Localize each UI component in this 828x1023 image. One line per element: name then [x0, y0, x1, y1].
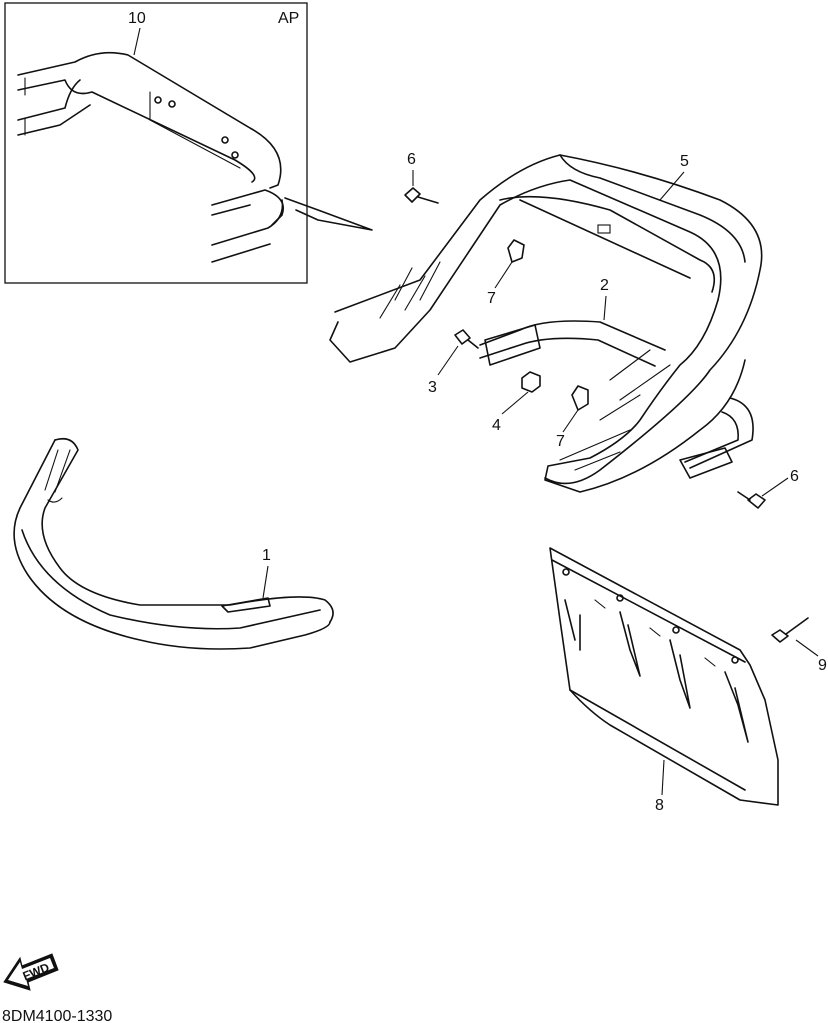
leader-1 [262, 565, 269, 599]
callout-5: 5 [680, 153, 689, 170]
part-7-nut-lower [571, 385, 589, 411]
callout-9: 9 [818, 657, 827, 674]
callout-8: 8 [655, 797, 664, 814]
leader-5 [659, 171, 685, 201]
part-1-bumper [13, 437, 334, 650]
part-9-rivet [771, 617, 809, 643]
callout-7a: 7 [487, 290, 496, 307]
callout-2: 2 [600, 277, 609, 294]
part-6-bolt-upper [404, 187, 439, 204]
part-2-frame [479, 320, 754, 479]
callout-10: 10 [128, 10, 146, 27]
part-4-nut [521, 371, 541, 393]
fwd-label: FWD [21, 960, 52, 983]
leader-4 [501, 391, 529, 415]
diagram-code: 8DM4100-1330 [2, 1008, 112, 1023]
callout-6a: 6 [407, 151, 416, 168]
leader-10 [133, 27, 141, 56]
part-3-bolt [454, 329, 479, 349]
leader-7b [562, 409, 579, 433]
leader-6b [761, 477, 789, 497]
callout-1: 1 [262, 547, 271, 564]
part-10-grab-bar [17, 51, 284, 263]
inset-pointer [284, 197, 373, 231]
callout-7b: 7 [556, 433, 565, 450]
inset-title: AP [278, 10, 299, 27]
leader-3 [437, 345, 459, 376]
leader-2 [603, 295, 607, 321]
callout-6b: 6 [790, 468, 799, 485]
inset-ap: AP 10 [4, 2, 308, 284]
leader-9 [795, 639, 819, 657]
part-7-nut-upper [507, 239, 525, 263]
part-8-mud-flap [549, 547, 779, 806]
part-5-rear-carrier [329, 154, 763, 493]
leader-7a [494, 261, 513, 289]
callout-4: 4 [492, 417, 501, 434]
part-6-bolt-lower [737, 491, 766, 509]
leader-8 [661, 759, 665, 796]
callout-3: 3 [428, 379, 437, 396]
fwd-arrow-icon: FWD [3, 953, 59, 991]
